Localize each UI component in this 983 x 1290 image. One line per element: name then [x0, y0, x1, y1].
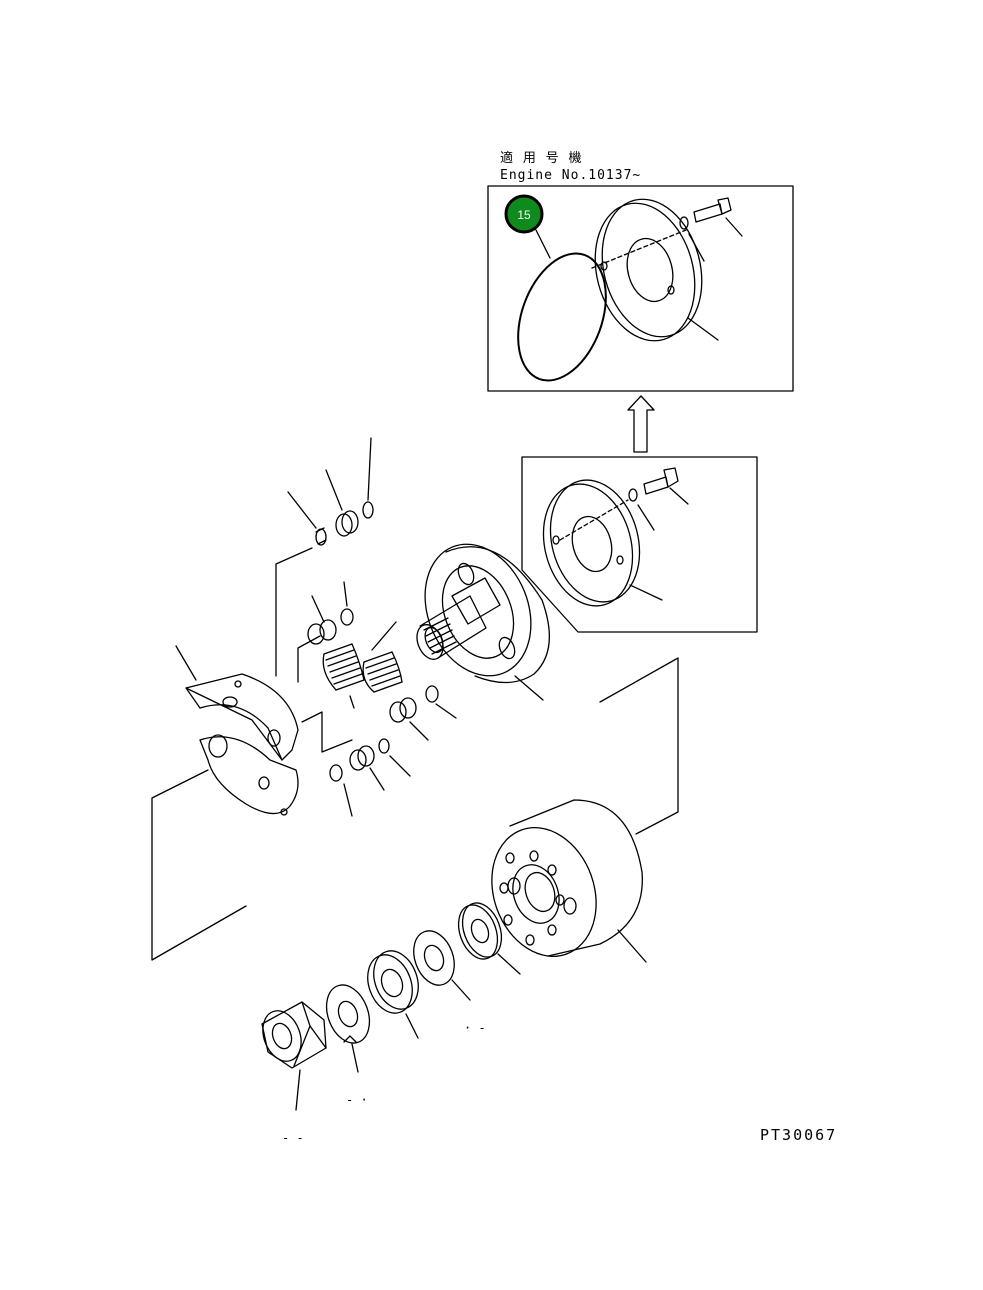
drawing-code: PT30067 [760, 1126, 837, 1144]
bushing-small-leader [287, 491, 317, 529]
bushing-medium [335, 510, 359, 537]
split-coupling [185, 673, 299, 816]
lock-washer [325, 984, 371, 1044]
bushing-medium-leader [325, 469, 343, 511]
assembly-bracket-spring [297, 635, 321, 683]
split-coupling-leader [175, 645, 197, 681]
thrust-washer-leader [497, 953, 521, 975]
damper-roller-upper-leader [311, 595, 325, 623]
upper-washer [679, 216, 689, 230]
bushing-lower-small-leader [343, 783, 353, 817]
snap-ring-lower-leader [389, 755, 411, 777]
upper-washer-leader [688, 233, 705, 262]
replacement-arrow [627, 395, 655, 453]
callout-badge-15[interactable]: 15 [504, 194, 544, 234]
drive-flange [416, 543, 551, 684]
snap-ring-upper [362, 501, 374, 519]
assembly-bracket-upper [275, 547, 313, 677]
spring-left-leader [349, 695, 355, 709]
stray-mark-b: - · [346, 1093, 368, 1107]
spacer-ring-leader [405, 1013, 419, 1039]
o-ring-part [517, 252, 607, 382]
callout-circle[interactable] [504, 194, 544, 234]
roller-ring-upper [340, 608, 354, 626]
spacer-ring [367, 950, 419, 1014]
stray-mark-a: - - [282, 1131, 304, 1145]
outer-housing [491, 799, 643, 957]
roller-ring-middle-leader [435, 703, 457, 719]
assembly-bracket-lower [301, 711, 353, 753]
snap-ring-upper-leader [367, 437, 372, 501]
bushing-lower-medium-leader [369, 767, 385, 791]
spring-leader [371, 621, 397, 651]
engine-number-range: Engine No.10137~ [500, 168, 641, 183]
callout-number[interactable]: 15 [517, 208, 531, 222]
middle-cover-plate [542, 479, 641, 607]
bushing-small-edge [315, 527, 327, 545]
snap-ring-lower [378, 738, 390, 754]
middle-washer-leader [637, 504, 655, 531]
stray-mark-c: · - [464, 1021, 486, 1035]
bushing-lower-small [329, 764, 343, 782]
damper-roller-upper [307, 619, 337, 645]
hex-nut-leader [295, 1069, 301, 1111]
upper-plate-leader [687, 317, 719, 341]
damper-roller-middle [389, 697, 417, 723]
damper-roller-middle-leader [409, 721, 429, 741]
upper-bolt [693, 197, 732, 223]
o-ring-leader [535, 229, 551, 259]
middle-bolt-leader [669, 487, 689, 505]
middle-inset-frame [521, 456, 758, 633]
upper-cover-plate [591, 198, 703, 342]
bushing-lower-medium [349, 745, 375, 771]
hex-nut [261, 1001, 327, 1069]
roller-ring-upper-leader [343, 581, 348, 607]
thrust-washer [457, 902, 503, 960]
flat-washer-leader [451, 979, 471, 1001]
roller-ring-middle [425, 685, 439, 703]
damper-spring-left [322, 643, 365, 691]
outer-housing-leader [617, 929, 647, 963]
upper-inset-frame [487, 185, 794, 392]
drive-flange-leader [514, 675, 544, 701]
upper-bolt-leader [725, 217, 743, 237]
lock-washer-leader [351, 1043, 359, 1073]
damper-spring-right [362, 651, 403, 693]
assembly-bracket-right [599, 657, 679, 835]
assembly-bracket-left [151, 769, 247, 961]
flat-washer [413, 930, 455, 986]
middle-washer [628, 488, 638, 502]
middle-plate-leader [629, 584, 663, 601]
middle-bolt [643, 467, 679, 495]
applicable-serial-label: 適 用 号 機 [500, 150, 582, 166]
